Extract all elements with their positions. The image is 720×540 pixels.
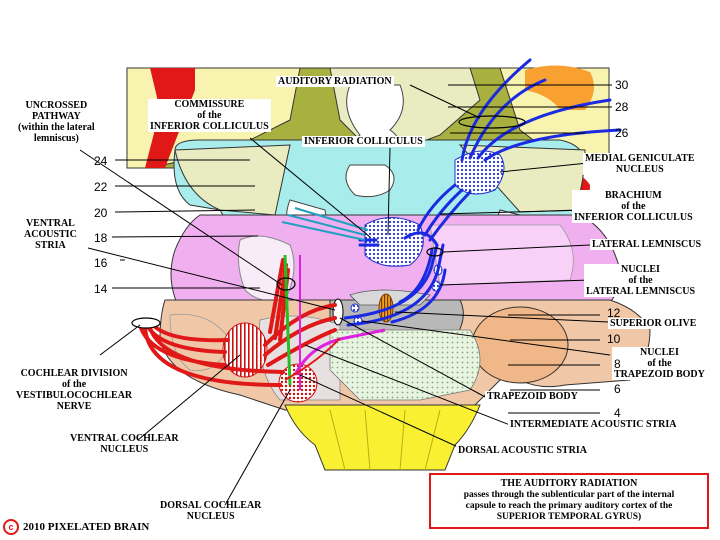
- label-auditory-radiation: AUDITORY RADIATION: [276, 76, 394, 87]
- label-dorsal-acoustic-stria: DORSAL ACOUSTIC STRIA: [456, 445, 589, 456]
- copyright-notice: c 2010 PIXELATED BRAIN: [3, 519, 149, 535]
- level-12: 12: [607, 306, 621, 320]
- level-8: 8: [614, 357, 621, 371]
- label-ventral-acoustic-stria: VENTRAL ACOUSTIC STRIA: [24, 218, 77, 251]
- level-10: 10: [607, 332, 621, 346]
- level-14: 14: [94, 282, 108, 296]
- label-nuclei-trapezoid: NUCLEI of the TRAPEZOID BODY: [612, 347, 707, 380]
- level-26: 26: [615, 126, 629, 140]
- level-20: 20: [94, 206, 108, 220]
- info-box-line-2: capsule to reach the primary auditory co…: [465, 501, 673, 511]
- label-intermediate-acoustic-stria: INTERMEDIATE ACOUSTIC STRIA: [508, 419, 679, 430]
- label-commissure: COMMISSURE of the INFERIOR COLLICULUS: [148, 99, 271, 132]
- label-medial-geniculate: MEDIAL GENICULATE NUCLEUS: [583, 153, 697, 175]
- copyright-icon: c: [3, 519, 19, 535]
- level-24: 24: [94, 154, 108, 168]
- label-superior-olive: SUPERIOR OLIVE: [608, 318, 699, 329]
- level-16: 16: [94, 256, 108, 270]
- label-trapezoid-body: TRAPEZOID BODY: [485, 391, 580, 402]
- level-18: 18: [94, 231, 108, 245]
- label-ventral-cochlear: VENTRAL COCHLEAR NUCLEUS: [70, 433, 179, 455]
- label-uncrossed-pathway: UNCROSSED PATHWAY (within the lateral le…: [16, 100, 97, 144]
- lower-medulla: [284, 404, 481, 471]
- leader-lines: [79, 84, 612, 506]
- pathways: [138, 58, 622, 390]
- level-6: 6: [614, 382, 621, 396]
- auditory-radiation-info-box: THE AUDITORY RADIATION passes through th…: [429, 473, 709, 529]
- copyright-text: 2010 PIXELATED BRAIN: [23, 521, 150, 533]
- level-30: 30: [615, 78, 629, 92]
- info-box-line-1: passes through the sublenticular part of…: [463, 490, 675, 500]
- label-lateral-lemniscus: LATERAL LEMNISCUS: [590, 239, 704, 250]
- label-dorsal-cochlear: DORSAL COCHLEAR NUCLEUS: [160, 500, 262, 522]
- level-28: 28: [615, 100, 629, 114]
- label-inferior-colliculus: INFERIOR COLLICULUS: [302, 136, 425, 147]
- info-box-line-3: SUPERIOR TEMPORAL GYRUS): [496, 512, 642, 522]
- info-box-title: THE AUDITORY RADIATION: [500, 478, 638, 489]
- label-brachium: BRACHIUM of the INFERIOR COLLICULUS: [572, 190, 695, 223]
- level-22: 22: [94, 180, 108, 194]
- label-nuclei-lateral-lemniscus: NUCLEI of the LATERAL LEMNISCUS: [584, 264, 698, 297]
- level-4: 4: [614, 406, 621, 420]
- label-cochlear-division: COCHLEAR DIVISION of the VESTIBULOCOCHLE…: [16, 368, 133, 412]
